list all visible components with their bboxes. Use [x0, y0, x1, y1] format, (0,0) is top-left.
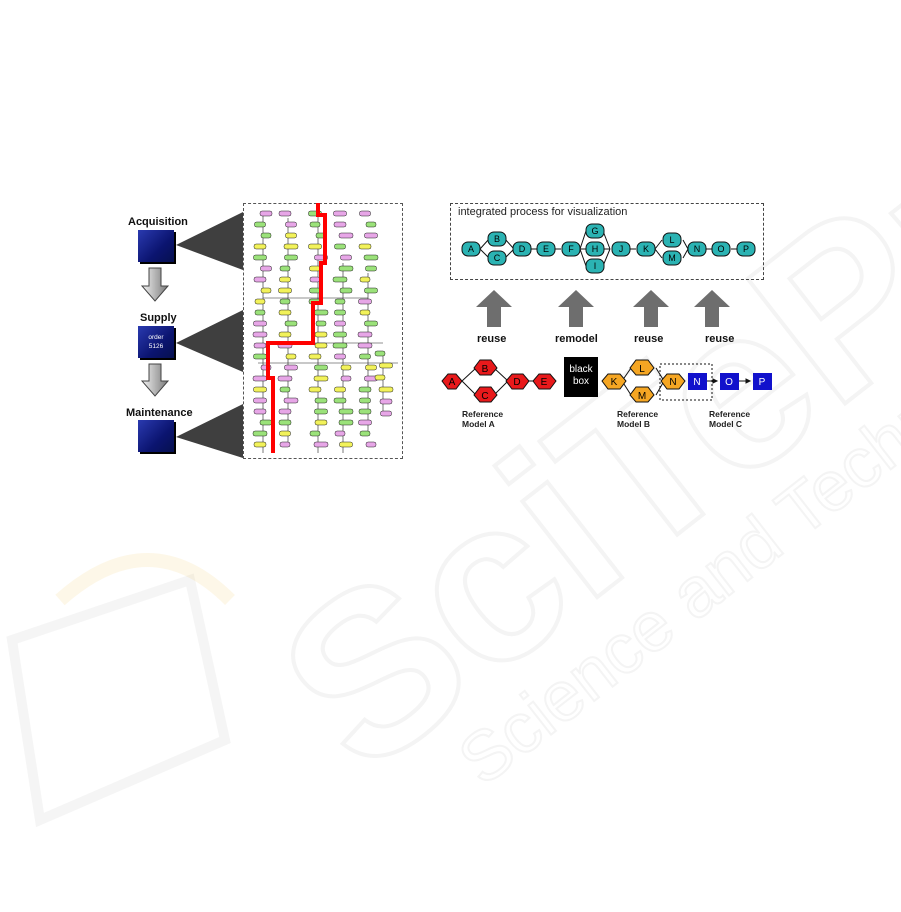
ref-a-node-c: C — [474, 387, 497, 402]
svg-text:D: D — [519, 244, 526, 254]
svg-text:P: P — [743, 244, 749, 254]
ip-node-l: L — [663, 233, 681, 247]
ref-c-node-n: N — [688, 373, 707, 390]
svg-text:P: P — [759, 377, 766, 388]
operation-label-reuse-2: reuse — [634, 333, 663, 345]
svg-text:O: O — [717, 244, 724, 254]
reference-model-b-label: Reference Model B — [617, 409, 658, 429]
operation-label-reuse-3: reuse — [705, 333, 734, 345]
ref-a-node-b: B — [474, 360, 497, 375]
ref-c-line2: Model C — [709, 419, 742, 429]
svg-text:N: N — [669, 377, 676, 388]
ip-node-d: D — [513, 242, 531, 256]
reference-model-a-nodes: A B C D E — [442, 360, 556, 402]
svg-text:K: K — [611, 377, 618, 388]
ip-node-g: G — [586, 224, 604, 238]
svg-text:M: M — [638, 391, 646, 402]
ip-node-a: A — [462, 242, 480, 256]
ip-node-n: N — [688, 242, 706, 256]
operation-label-remodel: remodel — [555, 333, 598, 345]
svg-text:L: L — [639, 364, 645, 375]
ip-node-k: K — [637, 242, 655, 256]
svg-text:E: E — [543, 244, 549, 254]
ip-node-c: C — [488, 251, 506, 265]
svg-text:I: I — [594, 261, 597, 271]
reference-model-a-label: Reference Model A — [462, 409, 503, 429]
svg-text:K: K — [643, 244, 649, 254]
svg-text:G: G — [591, 226, 598, 236]
up-arrow-reuse-3 — [694, 290, 730, 327]
ip-node-m: M — [663, 251, 681, 265]
ip-node-f: F — [562, 242, 580, 256]
svg-text:C: C — [494, 253, 501, 263]
ip-node-h: H — [586, 242, 604, 256]
reference-model-c-nodes: N O P — [688, 373, 772, 390]
up-arrow-remodel — [558, 290, 594, 327]
svg-text:B: B — [482, 364, 489, 375]
ref-a-line1: Reference — [462, 409, 503, 419]
ref-c-line1: Reference — [709, 409, 750, 419]
ref-b-node-l: L — [630, 360, 654, 375]
up-arrow-reuse-2 — [633, 290, 669, 327]
ip-node-e: E — [537, 242, 555, 256]
ref-b-line1: Reference — [617, 409, 658, 419]
operation-label-reuse-1: reuse — [477, 333, 506, 345]
black-box: black box — [564, 357, 598, 397]
svg-text:E: E — [541, 377, 548, 388]
svg-text:H: H — [592, 244, 599, 254]
svg-text:M: M — [668, 253, 676, 263]
svg-text:F: F — [568, 244, 574, 254]
ref-a-node-a: A — [442, 374, 462, 389]
ref-c-node-p: P — [753, 373, 772, 390]
svg-text:J: J — [619, 244, 624, 254]
ref-b-node-k: K — [602, 374, 626, 389]
svg-text:C: C — [481, 391, 488, 402]
ref-b-node-n: N — [661, 374, 685, 389]
svg-text:D: D — [513, 377, 520, 388]
svg-text:N: N — [693, 377, 700, 388]
ref-c-node-o: O — [720, 373, 739, 390]
black-box-line2: box — [573, 376, 589, 387]
svg-text:L: L — [669, 235, 674, 245]
reference-model-c-label: Reference Model C — [709, 409, 750, 429]
svg-text:N: N — [694, 244, 701, 254]
ip-node-o: O — [712, 242, 730, 256]
ip-node-b: B — [488, 232, 506, 246]
ip-node-i: I — [586, 259, 604, 273]
svg-text:A: A — [449, 377, 456, 388]
up-arrow-reuse-1 — [476, 290, 512, 327]
ref-b-line2: Model B — [617, 419, 650, 429]
svg-text:O: O — [725, 377, 733, 388]
ref-a-line2: Model A — [462, 419, 495, 429]
ref-b-node-m: M — [630, 387, 654, 402]
svg-text:A: A — [468, 244, 474, 254]
ref-a-node-d: D — [506, 374, 529, 389]
svg-text:B: B — [494, 234, 500, 244]
up-arrows — [476, 290, 730, 327]
ref-a-node-e: E — [533, 374, 556, 389]
ip-node-p: P — [737, 242, 755, 256]
reference-model-b-nodes: K L M N — [602, 360, 685, 402]
black-box-line1: black — [569, 364, 592, 375]
ip-node-j: J — [612, 242, 630, 256]
